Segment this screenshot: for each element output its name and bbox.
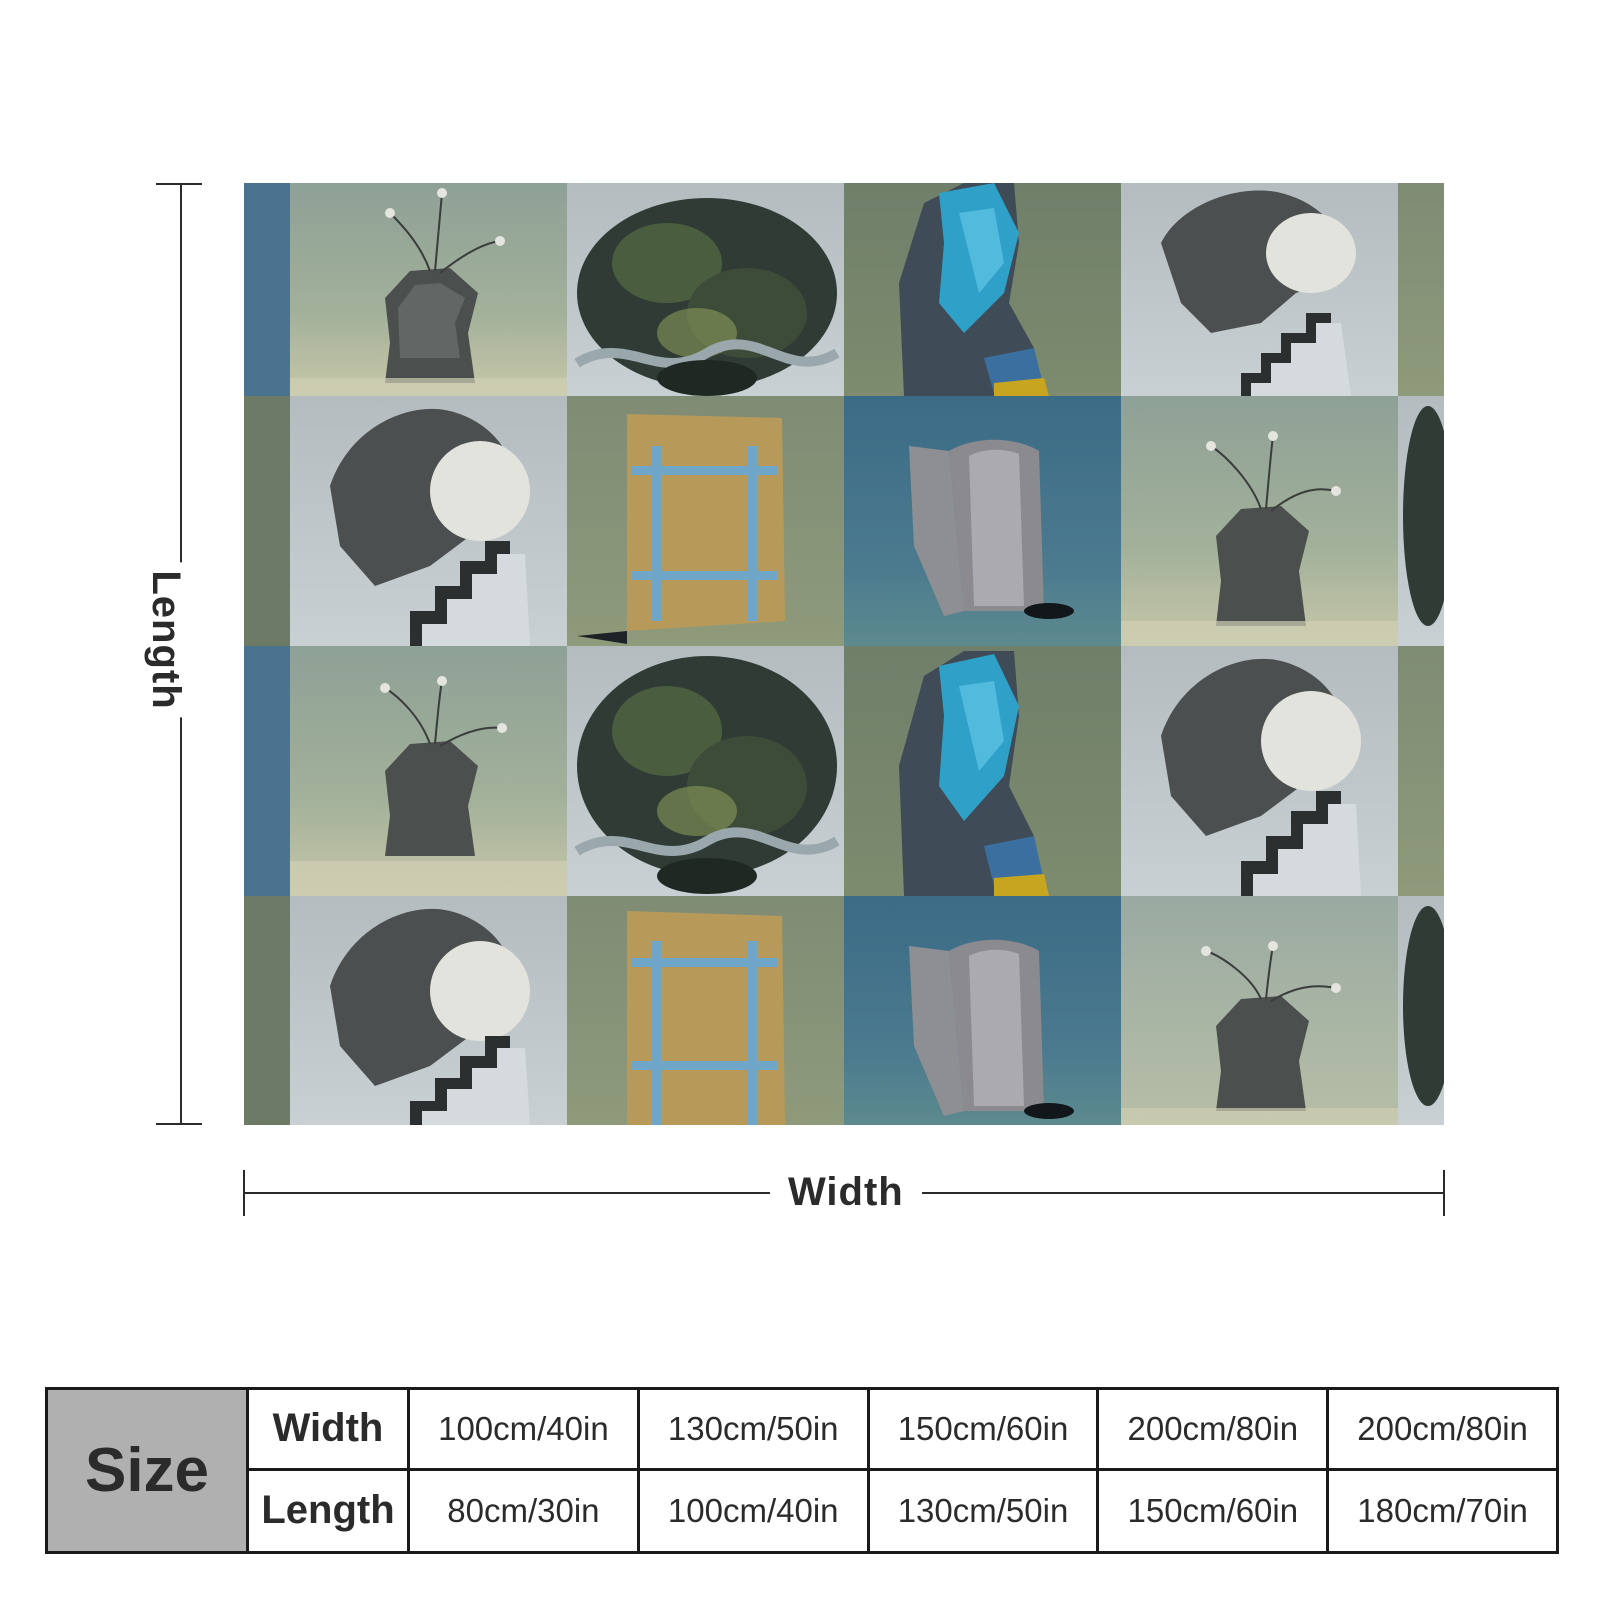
row-label-length: Length bbox=[261, 1488, 395, 1533]
tile-vine-cluster bbox=[567, 646, 844, 896]
tile-edge-right bbox=[1398, 896, 1444, 1125]
tile-edge-left bbox=[244, 396, 290, 646]
tile-stone-stairs bbox=[290, 396, 567, 646]
tile-edge-left bbox=[244, 183, 290, 396]
tile-edge-left bbox=[244, 896, 290, 1125]
length-value: 80cm/30in bbox=[407, 1470, 637, 1551]
tile-stone-stairs bbox=[1121, 183, 1398, 396]
tile-edge-right bbox=[1398, 183, 1444, 396]
length-label: Length bbox=[144, 562, 188, 718]
tile-blue-figure bbox=[844, 646, 1121, 896]
tile-yellow-board bbox=[567, 396, 844, 646]
width-label: Width bbox=[770, 1172, 922, 1212]
tile-edge-right bbox=[1398, 396, 1444, 646]
length-value: 180cm/70in bbox=[1326, 1470, 1556, 1551]
width-value: 200cm/80in bbox=[1326, 1390, 1556, 1471]
width-value: 130cm/50in bbox=[636, 1390, 867, 1471]
tile-blue-figure bbox=[844, 183, 1121, 396]
tile-flower-vase bbox=[1121, 896, 1398, 1125]
width-value: 100cm/40in bbox=[407, 1390, 637, 1471]
length-cap-bottom bbox=[156, 1123, 202, 1125]
tile-edge-right bbox=[1398, 646, 1444, 896]
tile-vine-cluster bbox=[567, 183, 844, 396]
tile-grey-book bbox=[844, 396, 1121, 646]
tile-stone-stairs bbox=[290, 896, 567, 1125]
size-table-header: Size bbox=[48, 1390, 249, 1551]
row-label-width: Width bbox=[249, 1390, 407, 1471]
length-value: 150cm/60in bbox=[1096, 1470, 1326, 1551]
tile-flower-vase bbox=[290, 646, 567, 896]
width-value: 150cm/60in bbox=[866, 1390, 1097, 1471]
size-table: Size Width 100cm/40in 130cm/50in 150cm/6… bbox=[45, 1387, 1559, 1554]
tile-grey-book bbox=[844, 896, 1121, 1125]
blanket-artwork bbox=[244, 183, 1444, 1125]
tile-edge-left bbox=[244, 646, 290, 896]
length-value: 130cm/50in bbox=[866, 1470, 1097, 1551]
tile-yellow-board bbox=[567, 896, 844, 1125]
tile-stone-stairs bbox=[1121, 646, 1398, 896]
tile-flower-vase bbox=[1121, 396, 1398, 646]
width-value: 200cm/80in bbox=[1096, 1390, 1327, 1471]
length-cap-top bbox=[156, 183, 202, 185]
tile-flower-vase bbox=[290, 183, 567, 396]
length-value: 100cm/40in bbox=[636, 1470, 867, 1551]
size-table-grid: Width 100cm/40in 130cm/50in 150cm/60in 2… bbox=[249, 1390, 1556, 1551]
